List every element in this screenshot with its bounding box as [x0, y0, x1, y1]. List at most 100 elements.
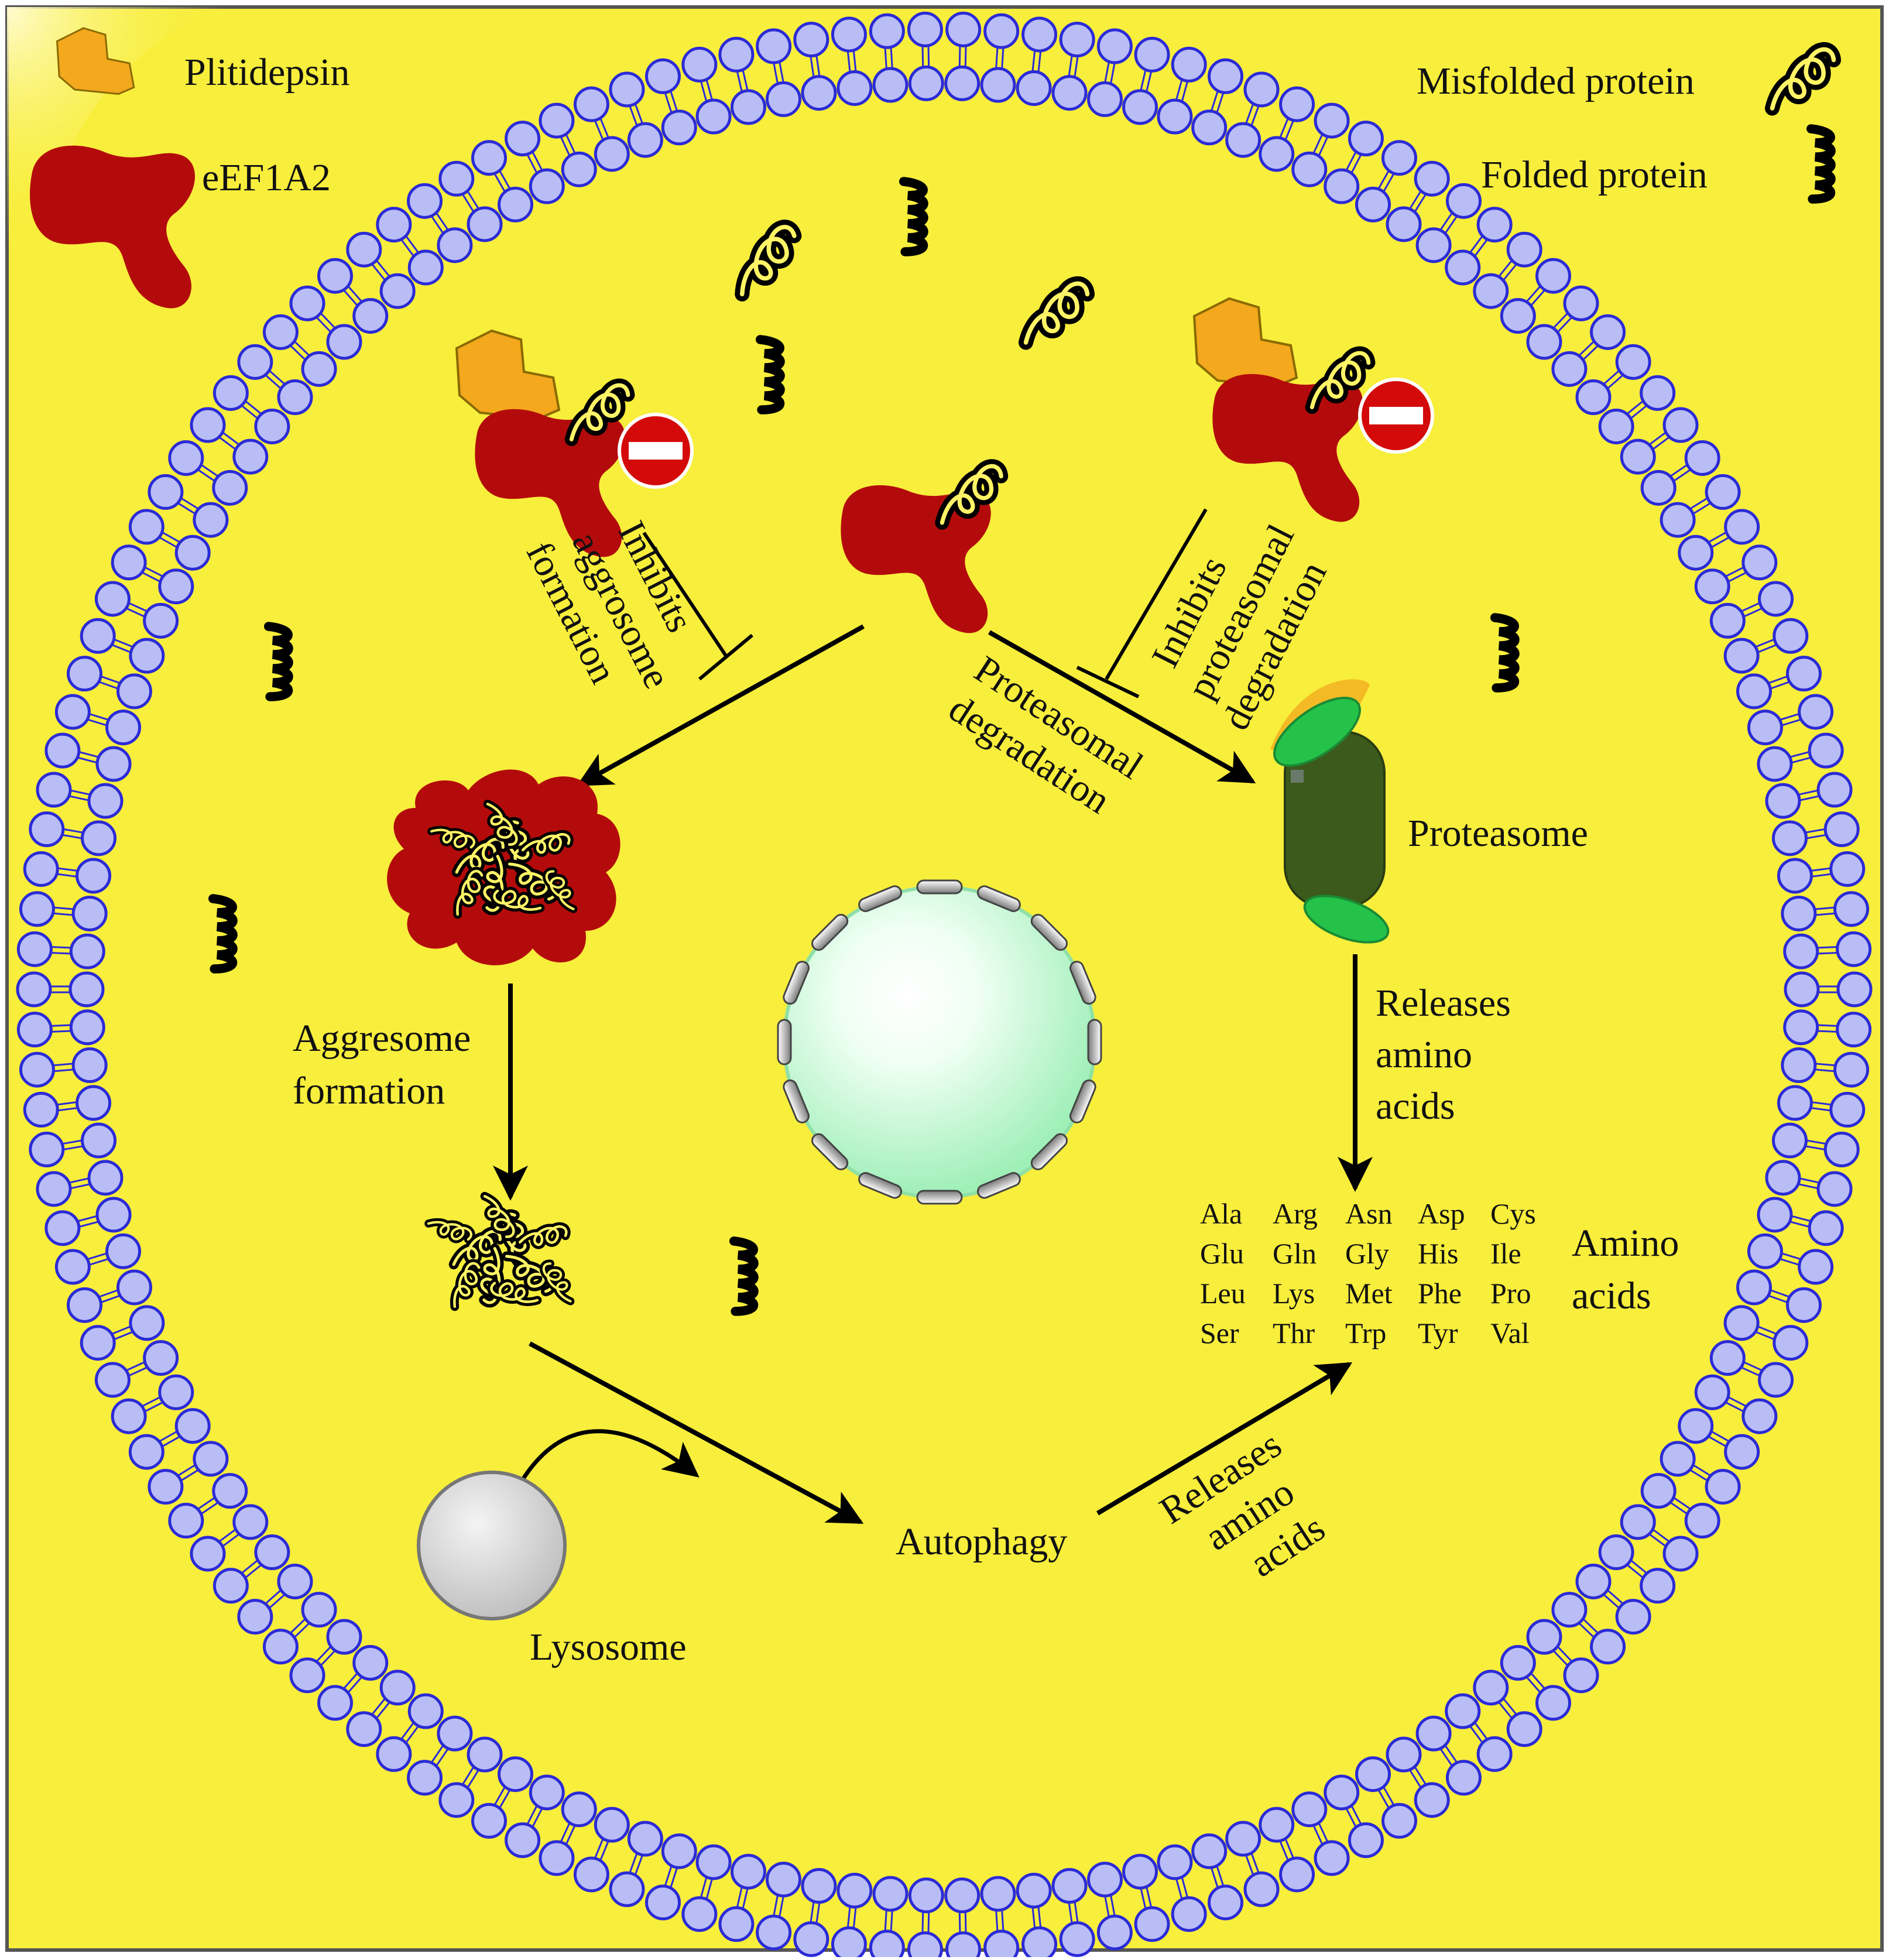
lipid-head-inner [529, 168, 565, 204]
lipid-head-outer [128, 509, 164, 545]
eef1a2-legend-label: eEF1A2 [202, 156, 331, 199]
nuclear-pore [916, 1190, 963, 1205]
lipid-head-inner [1259, 136, 1295, 172]
lipid-head-outer [1506, 1711, 1542, 1747]
lipid-head-inner [1225, 122, 1261, 158]
lipid-head-inner [1575, 379, 1612, 416]
lipid-head-outer [1243, 1871, 1280, 1907]
lipid-head-inner [1678, 534, 1714, 571]
lipid-head-inner [944, 1877, 981, 1914]
lipid-head-inner [661, 109, 697, 146]
lipid-head-outer [718, 36, 755, 73]
lipid-head-outer [1816, 1171, 1853, 1207]
aggresome-formation-line2: formation [293, 1070, 445, 1112]
lipid-head-outer [1798, 694, 1834, 730]
lipid-head-outer [1836, 971, 1873, 1008]
lipid-head-outer [1640, 1568, 1676, 1604]
lipid-head-inner [1765, 1160, 1801, 1196]
lipid-head-outer [111, 1398, 147, 1434]
lipid-head-inner [594, 1807, 630, 1843]
lipid-head-outer [80, 618, 116, 654]
lipid-head-inner [129, 1305, 165, 1341]
lipid-head-outer [16, 931, 53, 967]
lipid-head-inner [68, 971, 105, 1008]
lipid-head-inner [116, 673, 152, 710]
lipid-head-inner [143, 602, 179, 639]
lipid-head-outer [1829, 1092, 1866, 1128]
lipid-head-outer [44, 732, 81, 769]
amino-acid-ser: Ser [1200, 1317, 1239, 1349]
lipid-head-inner [76, 858, 112, 894]
lipid-head-outer [983, 13, 1020, 49]
inhibition-line-left [642, 532, 753, 681]
lipid-head-outer [19, 891, 55, 927]
lipid-head-inner [437, 1715, 473, 1752]
lipid-head-outer [793, 22, 829, 58]
nuclear-pore [777, 1019, 792, 1065]
lipid-head-inner [529, 1774, 565, 1811]
lipid-head-inner [561, 1791, 597, 1828]
lipid-head-inner [1723, 638, 1760, 674]
lipid-head-outer [1563, 1657, 1599, 1694]
lipid-head-outer [1705, 1469, 1741, 1505]
lipid-head-outer [317, 1685, 354, 1721]
lipid-head-inner [1051, 75, 1088, 111]
lipid-head-inner [1415, 227, 1452, 263]
lipid-head-outer [1134, 36, 1170, 73]
aggresome [387, 769, 620, 965]
lipid-head-outer [80, 1325, 116, 1361]
lipid-head-inner [801, 75, 837, 111]
lipid-head-outer [907, 11, 943, 47]
lipid-head-inner [1640, 1473, 1677, 1509]
lipid-head-outer [831, 16, 867, 53]
lipid-head-outer [573, 86, 609, 122]
lipid-head-inner [695, 98, 732, 135]
lipid-head-outer [1798, 1249, 1834, 1285]
lipid-head-inner [1709, 1340, 1746, 1376]
lipid-head-inner [836, 70, 873, 106]
amino-acid-pro: Pro [1490, 1277, 1531, 1310]
lipid-head-outer [16, 1012, 53, 1048]
lipid-head-inner [1771, 820, 1808, 856]
lipid-head-inner [193, 502, 229, 538]
lipid-head-outer [148, 474, 184, 510]
lipid-head-outer [1563, 285, 1599, 321]
lipid-head-outer [1640, 375, 1676, 411]
lipid-head-outer [831, 1926, 867, 1960]
lipid-head-inner [908, 65, 944, 101]
lipid-head-outer [945, 1931, 982, 1960]
amino-acid-gly: Gly [1345, 1237, 1389, 1270]
lipid-head-outer [1773, 1325, 1809, 1361]
lipid-head-outer [1506, 231, 1542, 268]
lipid-head-inner [1575, 1563, 1612, 1599]
nuclear-pore [916, 879, 963, 895]
lysosome-label: Lysosome [530, 1626, 687, 1668]
amino-acid-trp: Trp [1345, 1317, 1386, 1349]
lipid-head-inner [1473, 273, 1509, 309]
lipid-head-outer [793, 1921, 829, 1957]
lipid-head-inner [1324, 168, 1360, 204]
amino-acid-phe: Phe [1418, 1277, 1462, 1310]
lipid-head-outer [1348, 1822, 1384, 1858]
lipid-head-outer [1096, 28, 1133, 64]
lipid-head-inner [872, 1876, 908, 1912]
lipid-head-outer [644, 1884, 681, 1921]
lipid-head-outer [1724, 509, 1760, 545]
lipid-head-outer [376, 207, 412, 243]
lipid-head-inner [1757, 746, 1793, 782]
nucleus [777, 879, 1102, 1205]
lipid-head-outer [1208, 1884, 1244, 1921]
lipid-head-outer [29, 1132, 65, 1168]
lipid-head-outer [1348, 121, 1384, 157]
lipid-head-outer [1836, 931, 1872, 967]
lipid-head-inner [695, 1844, 732, 1880]
amino-acids-title-line1: Amino [1572, 1222, 1679, 1265]
lipid-head-outer [1171, 1896, 1207, 1932]
lipid-head-outer [1808, 732, 1844, 769]
lipid-head-outer [1705, 474, 1741, 510]
lipid-head-outer [1773, 618, 1809, 654]
lipid-head-inner [1694, 568, 1730, 605]
lipid-head-inner [379, 1670, 416, 1706]
lipid-head-outer [66, 1287, 102, 1323]
